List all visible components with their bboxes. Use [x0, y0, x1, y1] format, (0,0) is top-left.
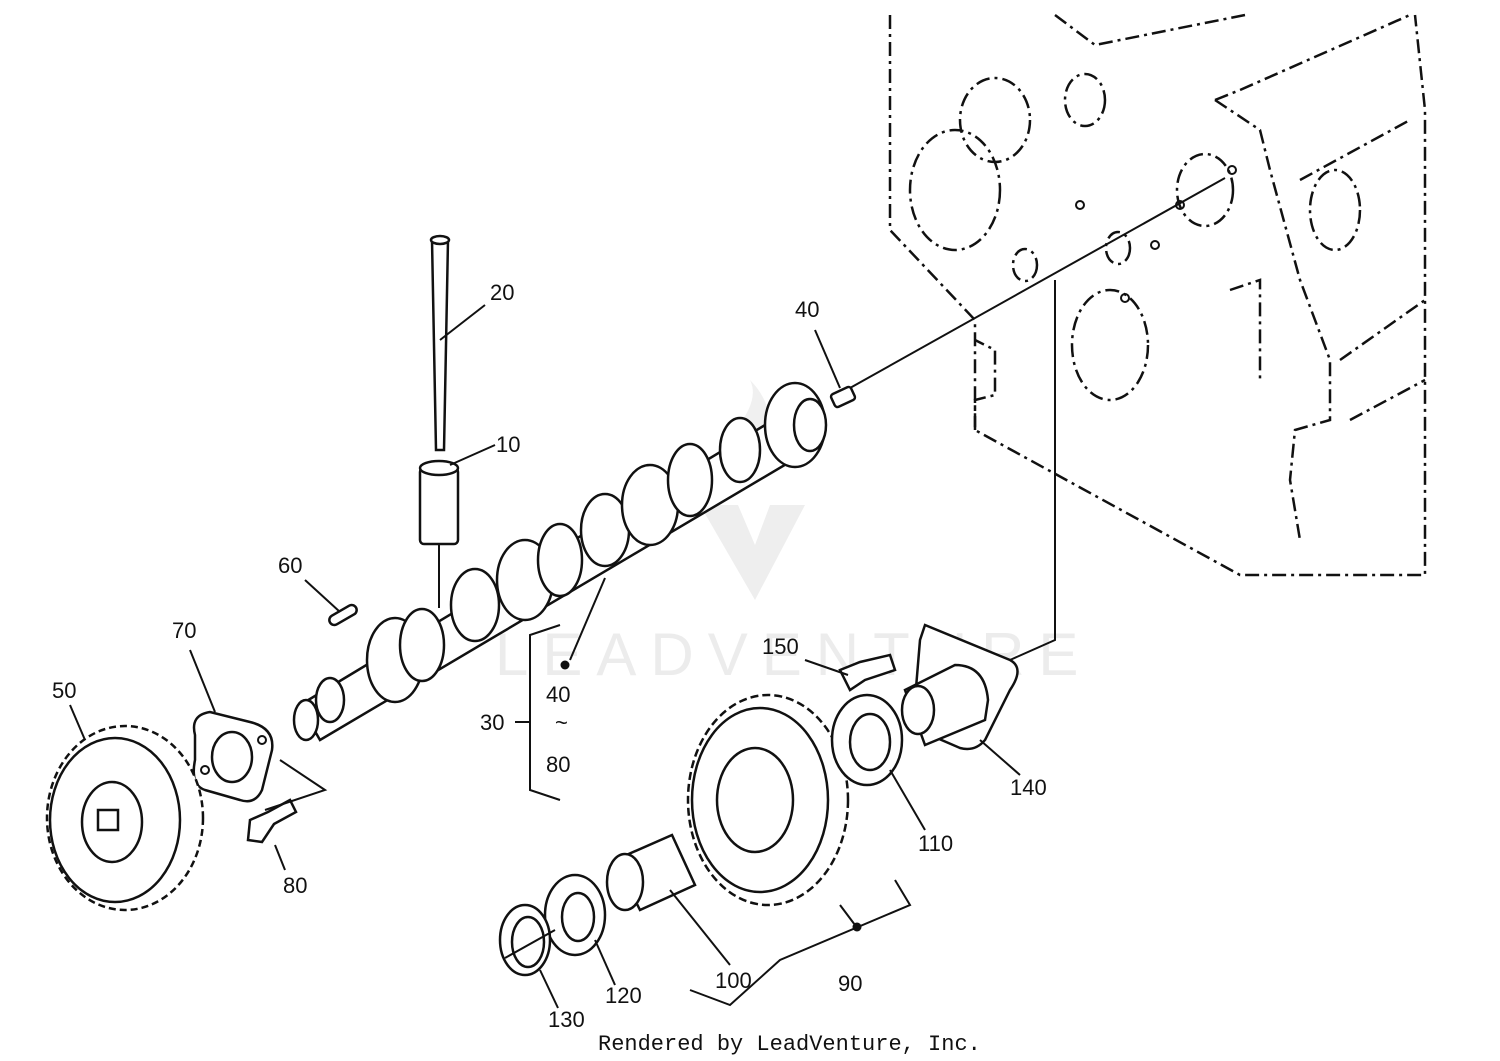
callout-150: 150: [762, 634, 799, 659]
range-separator: ~: [555, 710, 568, 735]
callout-80: 80: [283, 873, 307, 898]
range-from: 40: [546, 682, 570, 707]
bushing-part-100: [605, 833, 697, 912]
callout-50: 50: [52, 678, 76, 703]
thrust-plate-part-70: [192, 710, 274, 803]
callout-60: 60: [278, 553, 302, 578]
bolt-part-80: [246, 759, 328, 844]
engine-block: [888, 13, 1427, 577]
footer-credit: Rendered by LeadVenture, Inc.: [598, 1032, 981, 1057]
shaft-holder-part-140: [900, 280, 1056, 751]
washer-part-120: [543, 873, 607, 957]
callout-40: 40: [795, 297, 819, 322]
cam-gear-part-50: [45, 724, 205, 912]
idler-gear-part-90: [686, 693, 850, 907]
callout-130: 130: [548, 1007, 585, 1032]
key-part-60: [328, 603, 358, 627]
push-rod-part-20: [429, 234, 451, 452]
callout-90: 90: [838, 971, 862, 996]
range-dot: [560, 660, 570, 670]
callout-120: 120: [605, 983, 642, 1008]
leader-lines: [69, 304, 1021, 1009]
callout-30: 30: [480, 710, 504, 735]
assembly-centerline: [849, 177, 1226, 389]
bolt-part-150: [838, 653, 897, 692]
callout-10: 10: [496, 432, 520, 457]
range-to: 80: [546, 752, 570, 777]
callout-70: 70: [172, 618, 196, 643]
callout-140: 140: [1010, 775, 1047, 800]
thrust-washer-part-110: [830, 693, 904, 787]
tappet-part-10: [418, 459, 460, 608]
callout-100: 100: [715, 968, 752, 993]
callout-20: 20: [490, 280, 514, 305]
callout-110: 110: [918, 831, 953, 856]
plug-part-40: [829, 385, 857, 409]
snap-ring-part-130: [498, 903, 556, 977]
camshaft-part-30: [292, 381, 828, 742]
callout-labels: 20 10 60 70 50 80 40 30 40 ~ 80 150 140 …: [52, 280, 1047, 1032]
assembly-dot: [852, 922, 862, 932]
